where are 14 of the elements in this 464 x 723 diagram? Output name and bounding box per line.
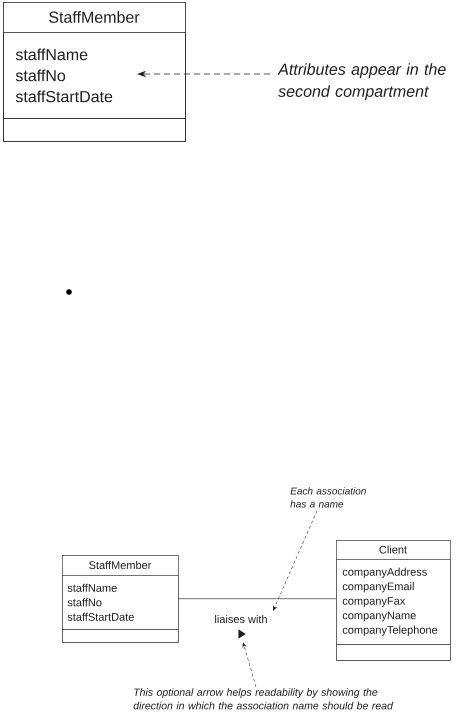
empty-compartment — [62, 629, 179, 643]
empty-compartment — [336, 644, 451, 661]
annotation: Each association has a name — [290, 487, 366, 508]
leader-arrow — [273, 510, 318, 611]
empty-compartment — [3, 118, 186, 142]
association-name: liaises with — [213, 614, 269, 624]
annotation: Attributes appear in the second compartment — [277, 63, 446, 100]
direction-triangle — [238, 629, 246, 639]
association-line — [178, 598, 336, 600]
attribute-compartment: staffName staffNo staffStartDate — [62, 575, 179, 630]
annotation: This optional arrow helps readability by showing the direction in which the association name should be read — [134, 688, 394, 710]
attribute-compartment: companyAddress companyEmail companyFax companyName companyTelephone — [336, 559, 451, 645]
leader-arrow — [242, 642, 256, 688]
attribute-compartment: staffName staffNo staffStartDate — [3, 32, 186, 119]
